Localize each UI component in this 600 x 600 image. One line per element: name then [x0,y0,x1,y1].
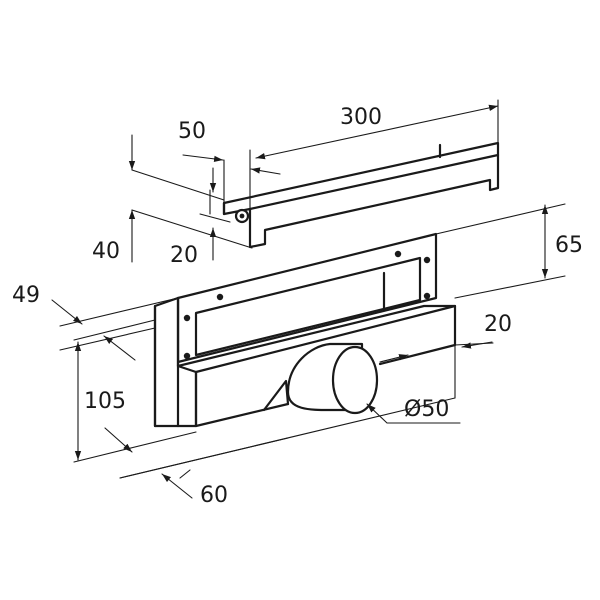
dim-300-label: 300 [340,105,382,130]
dimension-labels: 300 50 40 20 65 20 49 105 60 Ø50 [12,105,583,508]
dim-diameter-50-label: Ø50 [404,397,449,422]
dim-20-right-label: 20 [484,312,512,337]
dim-49-label: 49 [12,283,40,308]
dimension-lines [51,99,566,499]
grate-cover-part [222,141,500,249]
dim-40-label: 40 [92,239,120,264]
drain-channel-body [153,232,457,428]
dim-65-label: 65 [555,233,583,258]
dim-60-label: 60 [200,483,228,508]
dim-50-label: 50 [178,119,206,144]
dim-20-small-label: 20 [170,243,198,268]
dim-105-label: 105 [84,389,126,414]
